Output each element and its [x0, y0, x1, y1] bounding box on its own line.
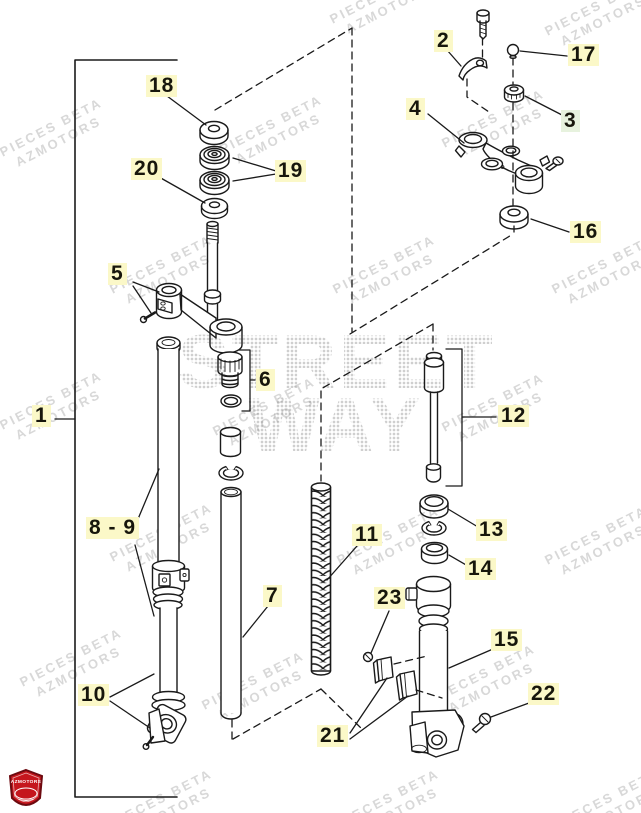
group-bracket-6 — [238, 349, 256, 412]
part-label-20: 20 — [131, 157, 163, 181]
riser-clamp-2-illustration — [458, 57, 488, 81]
washer-16-illustration — [499, 205, 529, 230]
part-label-3: 3 — [561, 109, 580, 133]
riser-bolt-illustration — [476, 9, 490, 40]
part-label-19: 19 — [275, 159, 307, 183]
steering-stem-illustration — [203, 220, 222, 321]
screw-22-illustration — [471, 712, 492, 734]
part-label-4: 4 — [406, 97, 425, 121]
damper-rod-12-illustration — [423, 351, 445, 483]
part-label-8-9: 8 - 9 — [86, 516, 140, 540]
top-clamp-4-illustration — [454, 131, 551, 195]
part-label-22: 22 — [528, 682, 560, 706]
lower-triple-clamp-5-illustration — [139, 282, 243, 354]
part-label-23: 23 — [374, 586, 406, 610]
screw-23-illustration — [362, 651, 374, 663]
slider-15-illustration — [405, 575, 465, 758]
part-label-17: 17 — [568, 43, 600, 67]
part-label-18: 18 — [146, 74, 178, 98]
o-ring-6-illustration — [220, 394, 242, 408]
part-label-5: 5 — [108, 262, 127, 286]
bearing-19b-illustration — [199, 170, 230, 196]
part-label-6: 6 — [256, 368, 275, 392]
nut-3-illustration — [503, 84, 525, 103]
part-label-7: 7 — [263, 584, 282, 608]
spacer-tube-illustration — [219, 426, 242, 458]
part-label-10: 10 — [78, 683, 110, 707]
bearing-19a-illustration — [199, 145, 230, 171]
part-label-14: 14 — [465, 557, 497, 581]
snap-ring-illustration — [421, 519, 447, 536]
leader-lines — [54, 49, 570, 740]
dust-seal-14-illustration — [420, 541, 449, 565]
fork-cap-6-illustration — [217, 351, 243, 389]
part-label-2: 2 — [434, 29, 453, 53]
fork-leg-8-9-illustration — [142, 336, 190, 751]
ball-17-illustration — [506, 43, 520, 60]
part-label-15: 15 — [491, 628, 523, 652]
washer-18-illustration — [199, 120, 229, 146]
group-bracket-12 — [445, 348, 497, 487]
part-label-13: 13 — [476, 518, 508, 542]
clip-21a-illustration — [372, 656, 394, 684]
part-label-11: 11 — [352, 523, 383, 547]
clamp-side-bolt-illustration — [545, 156, 564, 172]
alignment-dashed-lines — [214, 27, 515, 741]
washer-20-illustration — [200, 197, 229, 220]
part-label-21: 21 — [317, 724, 349, 748]
part-label-12: 12 — [498, 404, 530, 428]
model-watermark-line2: WAY — [248, 383, 424, 468]
oil-seal-13-illustration — [419, 494, 449, 519]
group-bracket-1 — [74, 59, 178, 798]
circlip-illustration — [218, 464, 244, 481]
clip-21b-illustration — [395, 670, 418, 701]
azmotors-shield-logo: AZMOTORS — [8, 768, 44, 806]
inner-tube-7-illustration — [220, 486, 242, 720]
part-label-1: 1 — [32, 404, 51, 428]
part-label-16: 16 — [570, 220, 602, 244]
logo-text: AZMOTORS — [11, 779, 42, 785]
spring-11-illustration — [310, 482, 332, 676]
